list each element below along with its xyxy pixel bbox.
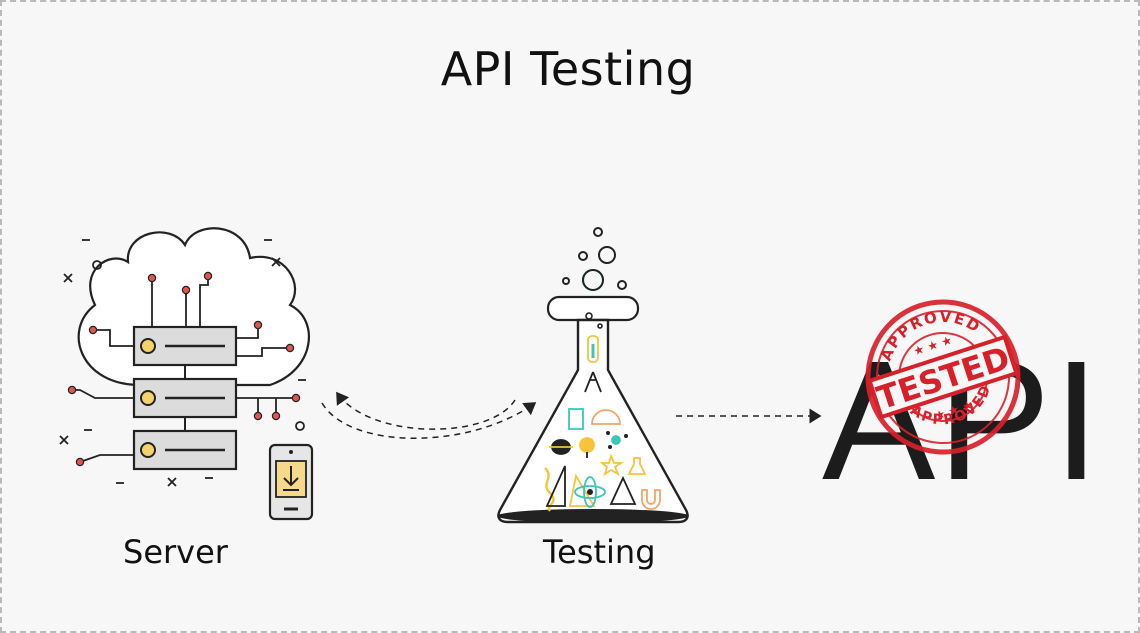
phone-download-icon xyxy=(268,443,314,521)
arrow-server-to-testing xyxy=(321,402,537,439)
testing-label: Testing xyxy=(543,533,656,571)
science-icons xyxy=(544,335,661,512)
server-rack-icon xyxy=(132,325,238,471)
tested-approved-stamp: APPROVED APPROVED TESTED ★ ★ ★ ★ ★ ★ xyxy=(858,292,1028,462)
decorative-marks xyxy=(59,239,306,487)
circuit-node-dots xyxy=(67,271,301,467)
server-label: Server xyxy=(123,533,228,571)
page-title: API Testing xyxy=(440,42,696,96)
